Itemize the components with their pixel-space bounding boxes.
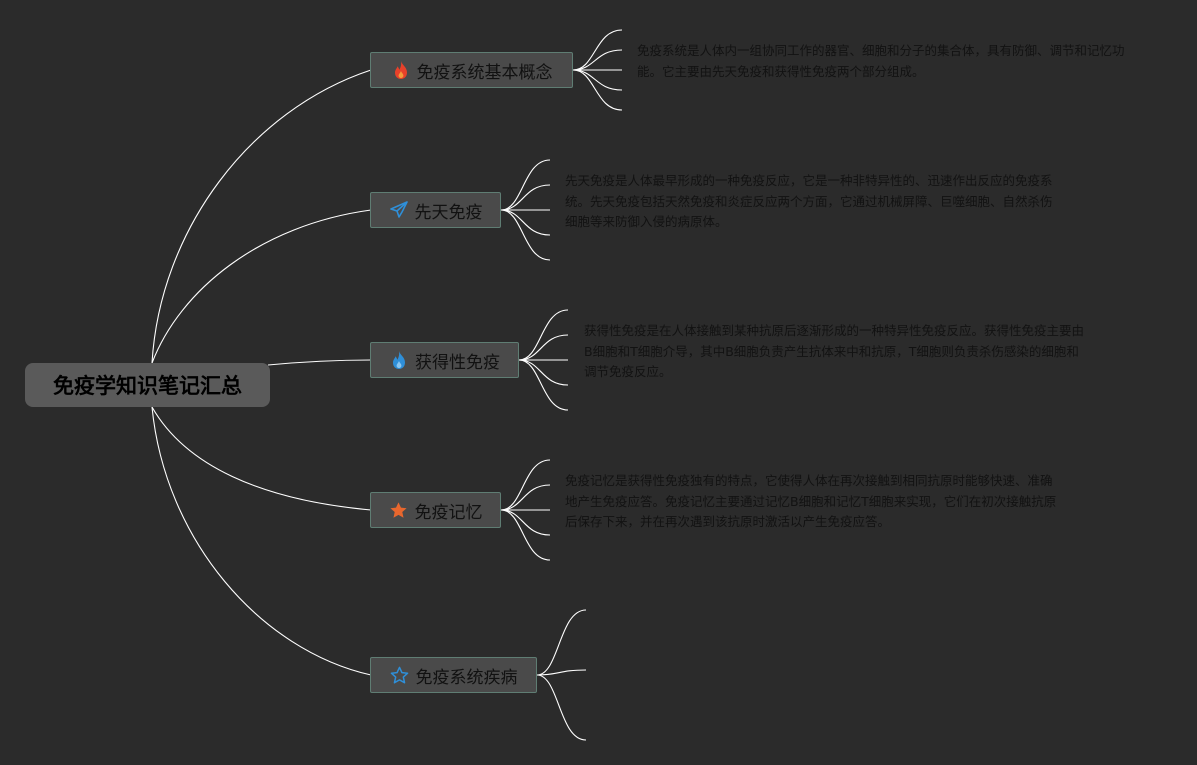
note-acquired-immunity: 获得性免疫是在人体接触到某种抗原后逐渐形成的一种特异性免疫反应。获得性免疫主要由…: [584, 323, 1085, 379]
fan-line-2-4: [518, 359, 569, 411]
branch-immune-memory[interactable]: 免疫记忆: [370, 492, 501, 528]
fan-line-4-0: [536, 609, 587, 676]
branch-innate-immunity[interactable]: 先天免疫: [370, 192, 501, 228]
fan-line-4-2: [536, 674, 587, 741]
link-root-branch-0: [151, 69, 372, 364]
branch-label: 免疫系统基本概念: [416, 62, 553, 83]
fan-line-1-1: [500, 184, 551, 211]
star-outline-icon: [390, 665, 410, 685]
fan-line-3-0: [500, 459, 551, 511]
fan-line-2-1: [518, 334, 569, 361]
branch-immune-system-concept[interactable]: 免疫系统基本概念: [370, 52, 573, 88]
branch-label: 获得性免疫: [415, 352, 500, 373]
fan-line-4-1: [536, 669, 587, 676]
fan-line-3-1: [500, 484, 551, 511]
link-root-branch-1: [151, 209, 372, 364]
fan-line-0-4: [572, 69, 623, 111]
fan-line-2-3: [518, 359, 569, 386]
fan-line-0-3: [572, 69, 623, 91]
note-innate-immunity: 先天免疫是人体最早形成的一种免疫反应，它是一种非特异性的、迅速作出反应的免疫系统…: [565, 173, 1053, 229]
link-root-branch-2: [267, 359, 372, 366]
fan-line-3-4: [500, 509, 551, 561]
root-topic[interactable]: 免疫学知识笔记汇总: [25, 363, 270, 407]
fan-line-0-1: [572, 49, 623, 71]
fan-line-0-0: [572, 29, 623, 71]
branch-label: 先天免疫: [414, 202, 483, 223]
fire-icon: [391, 60, 411, 80]
branch-label: 免疫系统疾病: [415, 667, 518, 688]
branch-acquired-immunity[interactable]: 获得性免疫: [370, 342, 519, 378]
star-filled-icon: [389, 500, 409, 520]
note-immune-system-concept: 免疫系统是人体内一组协同工作的器官、细胞和分子的集合体，具有防御、调节和记忆功能…: [637, 43, 1125, 79]
paper-plane-icon: [389, 200, 409, 220]
fan-line-1-3: [500, 209, 551, 236]
flame-icon: [389, 350, 409, 370]
fan-line-1-4: [500, 209, 551, 261]
branch-label: 免疫记忆: [414, 502, 483, 523]
fan-line-1-0: [500, 159, 551, 211]
branch-immune-diseases[interactable]: 免疫系统疾病: [370, 657, 537, 693]
root-topic-label: 免疫学知识笔记汇总: [53, 374, 242, 398]
link-root-branch-4: [151, 406, 372, 676]
fan-line-3-3: [500, 509, 551, 536]
fan-line-2-0: [518, 309, 569, 361]
link-root-branch-3: [151, 406, 372, 511]
note-immune-memory: 免疫记忆是获得性免疫独有的特点，它使得人体在再次接触到相同抗原时能够快速、准确地…: [565, 473, 1057, 529]
